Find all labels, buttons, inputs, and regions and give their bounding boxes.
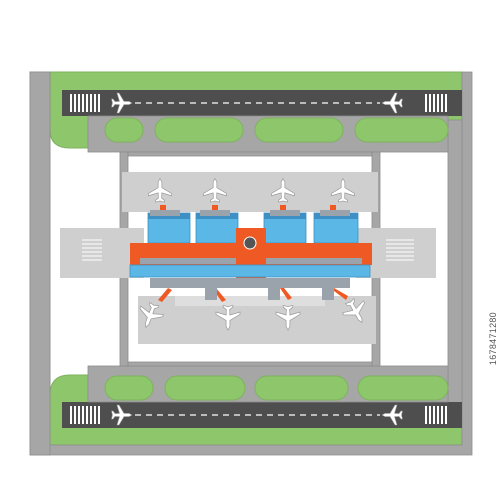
jet-bridges-top xyxy=(150,205,350,216)
stock-image-id: 1678471280 xyxy=(488,312,498,366)
terminal-dome-icon xyxy=(243,236,257,250)
perimeter-road xyxy=(29,71,473,456)
taxiway-bottom xyxy=(87,365,449,403)
jet-bridges-bottom xyxy=(158,288,348,302)
jet-bridge-icon xyxy=(330,288,348,300)
jet-bridge-icon xyxy=(158,288,172,302)
terminal-building xyxy=(129,212,372,288)
taxiway-top xyxy=(87,115,449,153)
jet-bridge-icon xyxy=(280,288,292,300)
